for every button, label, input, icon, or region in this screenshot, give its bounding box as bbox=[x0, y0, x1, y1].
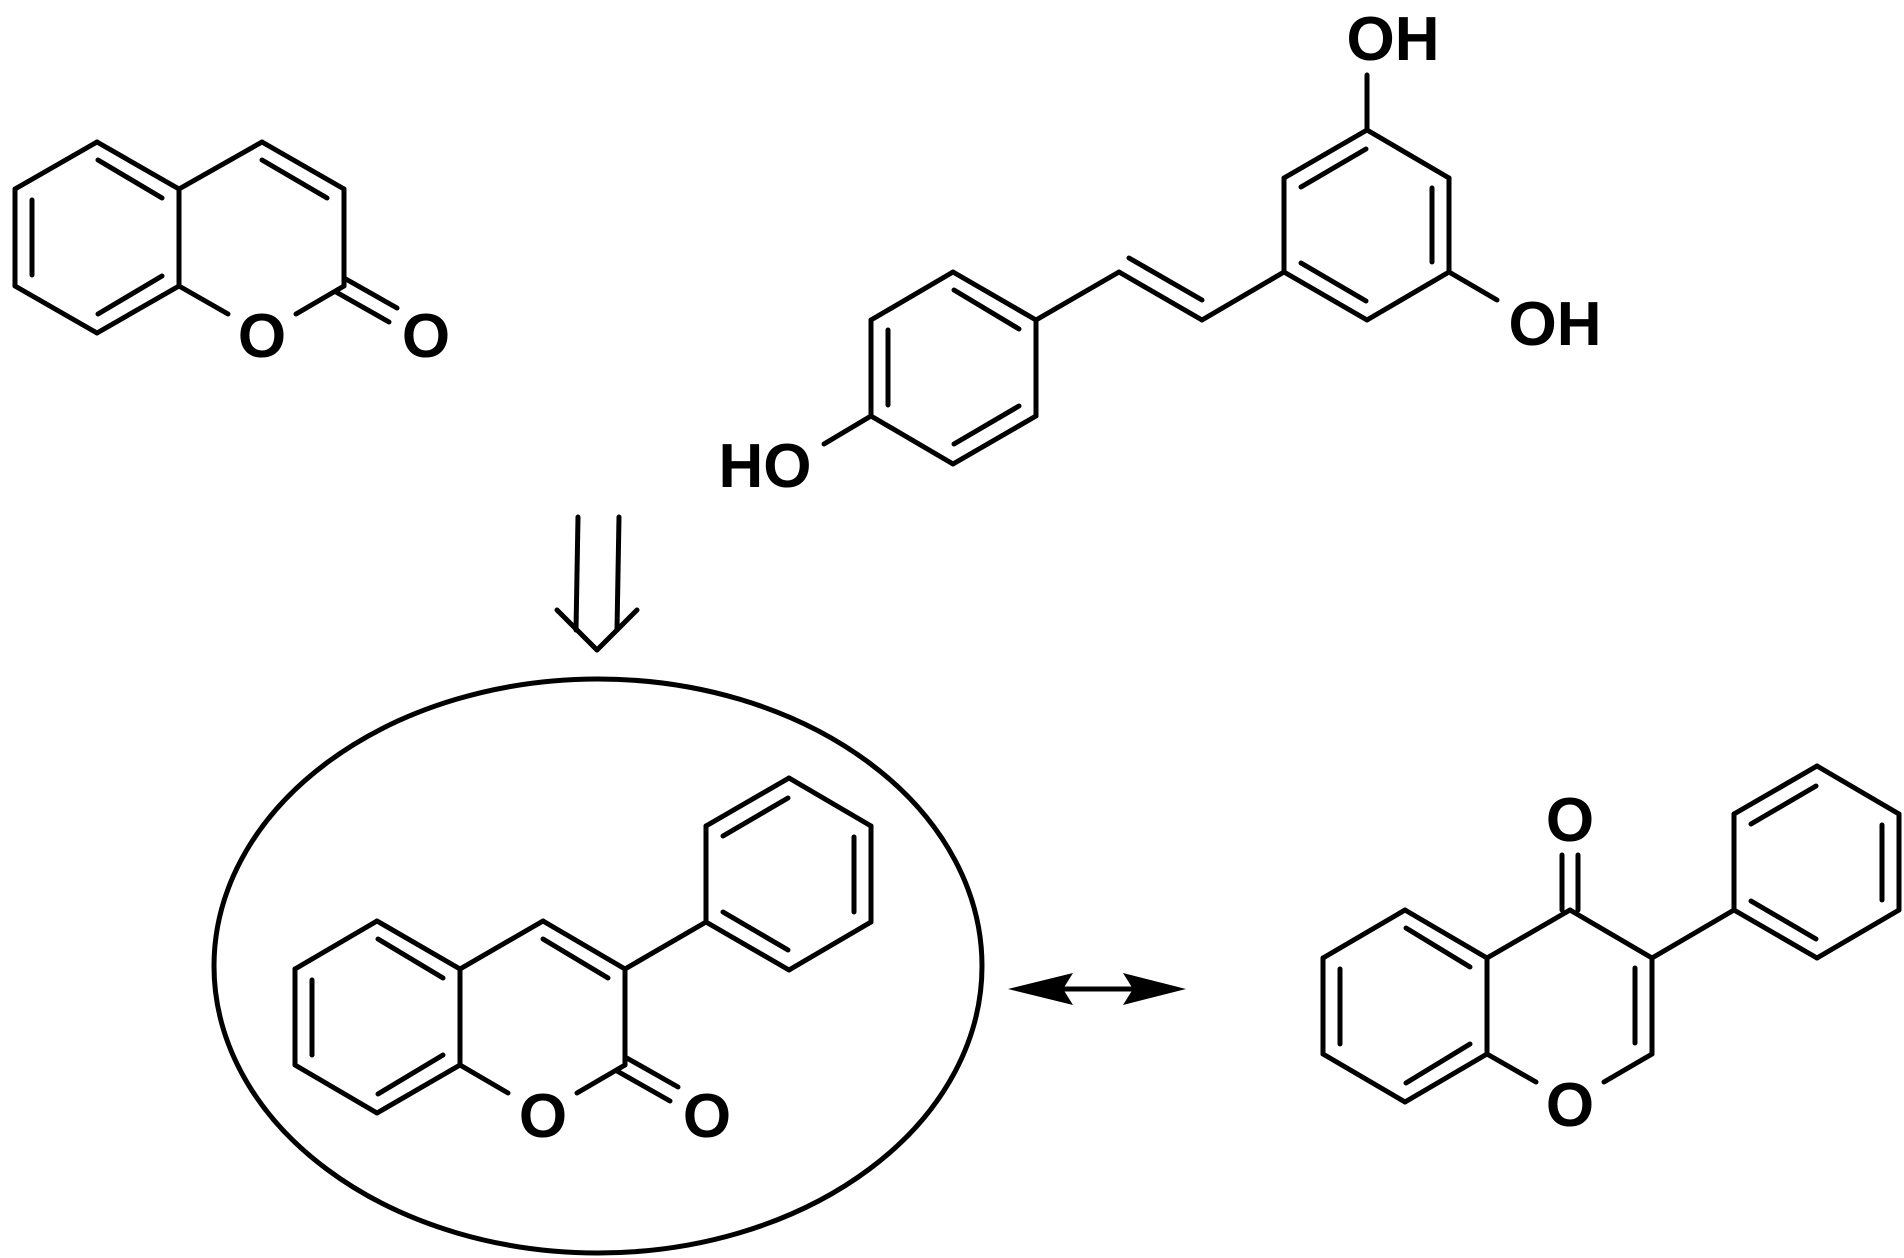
resveratrol-left-hydroxyl: HO bbox=[719, 432, 812, 501]
isoflavone-carbonyl-oxygen: O bbox=[1546, 786, 1594, 855]
phenylcoumarin-ring-oxygen: O bbox=[519, 1082, 567, 1151]
coumarin-carbonyl-oxygen: O bbox=[402, 302, 450, 371]
resveratrol-right-hydroxyl: OH bbox=[1509, 290, 1602, 359]
resveratrol-top-hydroxyl: OH bbox=[1347, 5, 1440, 74]
resveratrol-structure: OH OH HO bbox=[719, 5, 1602, 501]
phenylcoumarin-structure: O O bbox=[292, 775, 874, 1151]
isoflavone-ring-oxygen: O bbox=[1546, 1071, 1594, 1140]
retrosynthetic-arrow bbox=[554, 514, 640, 653]
right-arrowhead bbox=[1123, 973, 1186, 1005]
highlight-ellipse bbox=[211, 676, 985, 1256]
coumarin-structure: O O bbox=[12, 139, 450, 371]
coumarin-ring-oxygen: O bbox=[238, 302, 286, 371]
phenylcoumarin-carbonyl-oxygen: O bbox=[683, 1082, 731, 1151]
double-headed-arrow bbox=[1008, 973, 1186, 1005]
left-arrowhead bbox=[1008, 973, 1073, 1005]
isoflavone-structure: O O bbox=[1320, 763, 1902, 1140]
